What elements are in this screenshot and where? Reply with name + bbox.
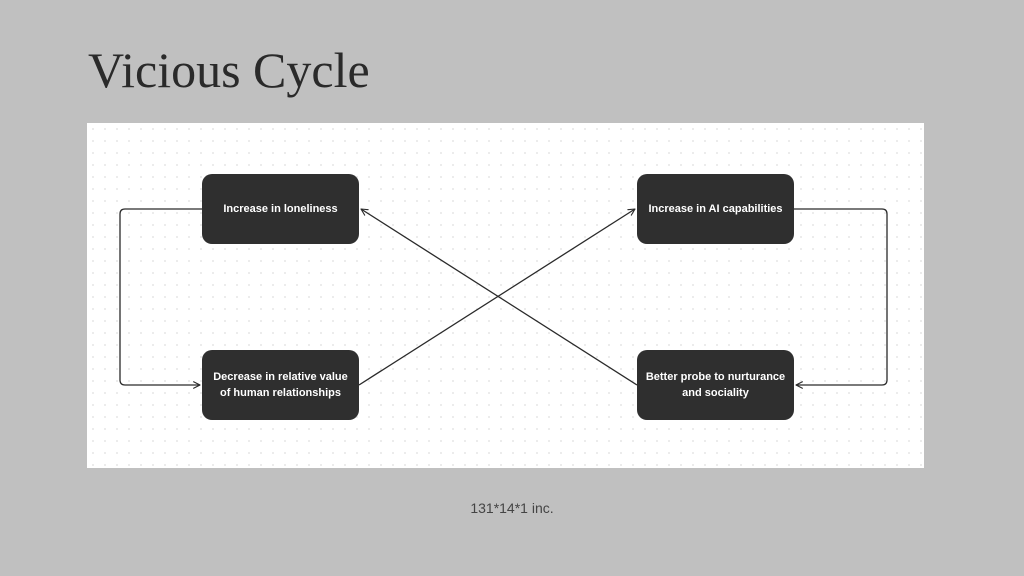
node-label: Decrease in relative value of human rela… [213,371,348,399]
node-increase-in-loneliness: Increase in loneliness [202,174,359,244]
node-decrease-in-relative-value: Decrease in relative value of human rela… [202,350,359,420]
footer-text: 131*14*1 inc. [470,500,554,516]
connector-relative-value-to-ai-capabilities [358,208,636,386]
connector-layer [119,208,888,389]
connector-loneliness-to-relative-value [119,208,202,389]
connector-better-probe-to-loneliness [360,208,638,386]
node-label: Increase in AI capabilities [648,203,783,215]
slide-title: Vicious Cycle [88,42,370,98]
node-label: Better probe to nurturance and sociality [645,371,786,399]
node-increase-in-ai-capabilities: Increase in AI capabilities [637,174,794,244]
connector-ai-capabilities-to-better-probe [794,208,888,389]
node-better-probe: Better probe to nurturance and sociality [637,350,794,420]
node-label: Increase in loneliness [223,203,338,215]
diagram-canvas: Increase in loneliness Increase in AI ca… [87,123,924,468]
